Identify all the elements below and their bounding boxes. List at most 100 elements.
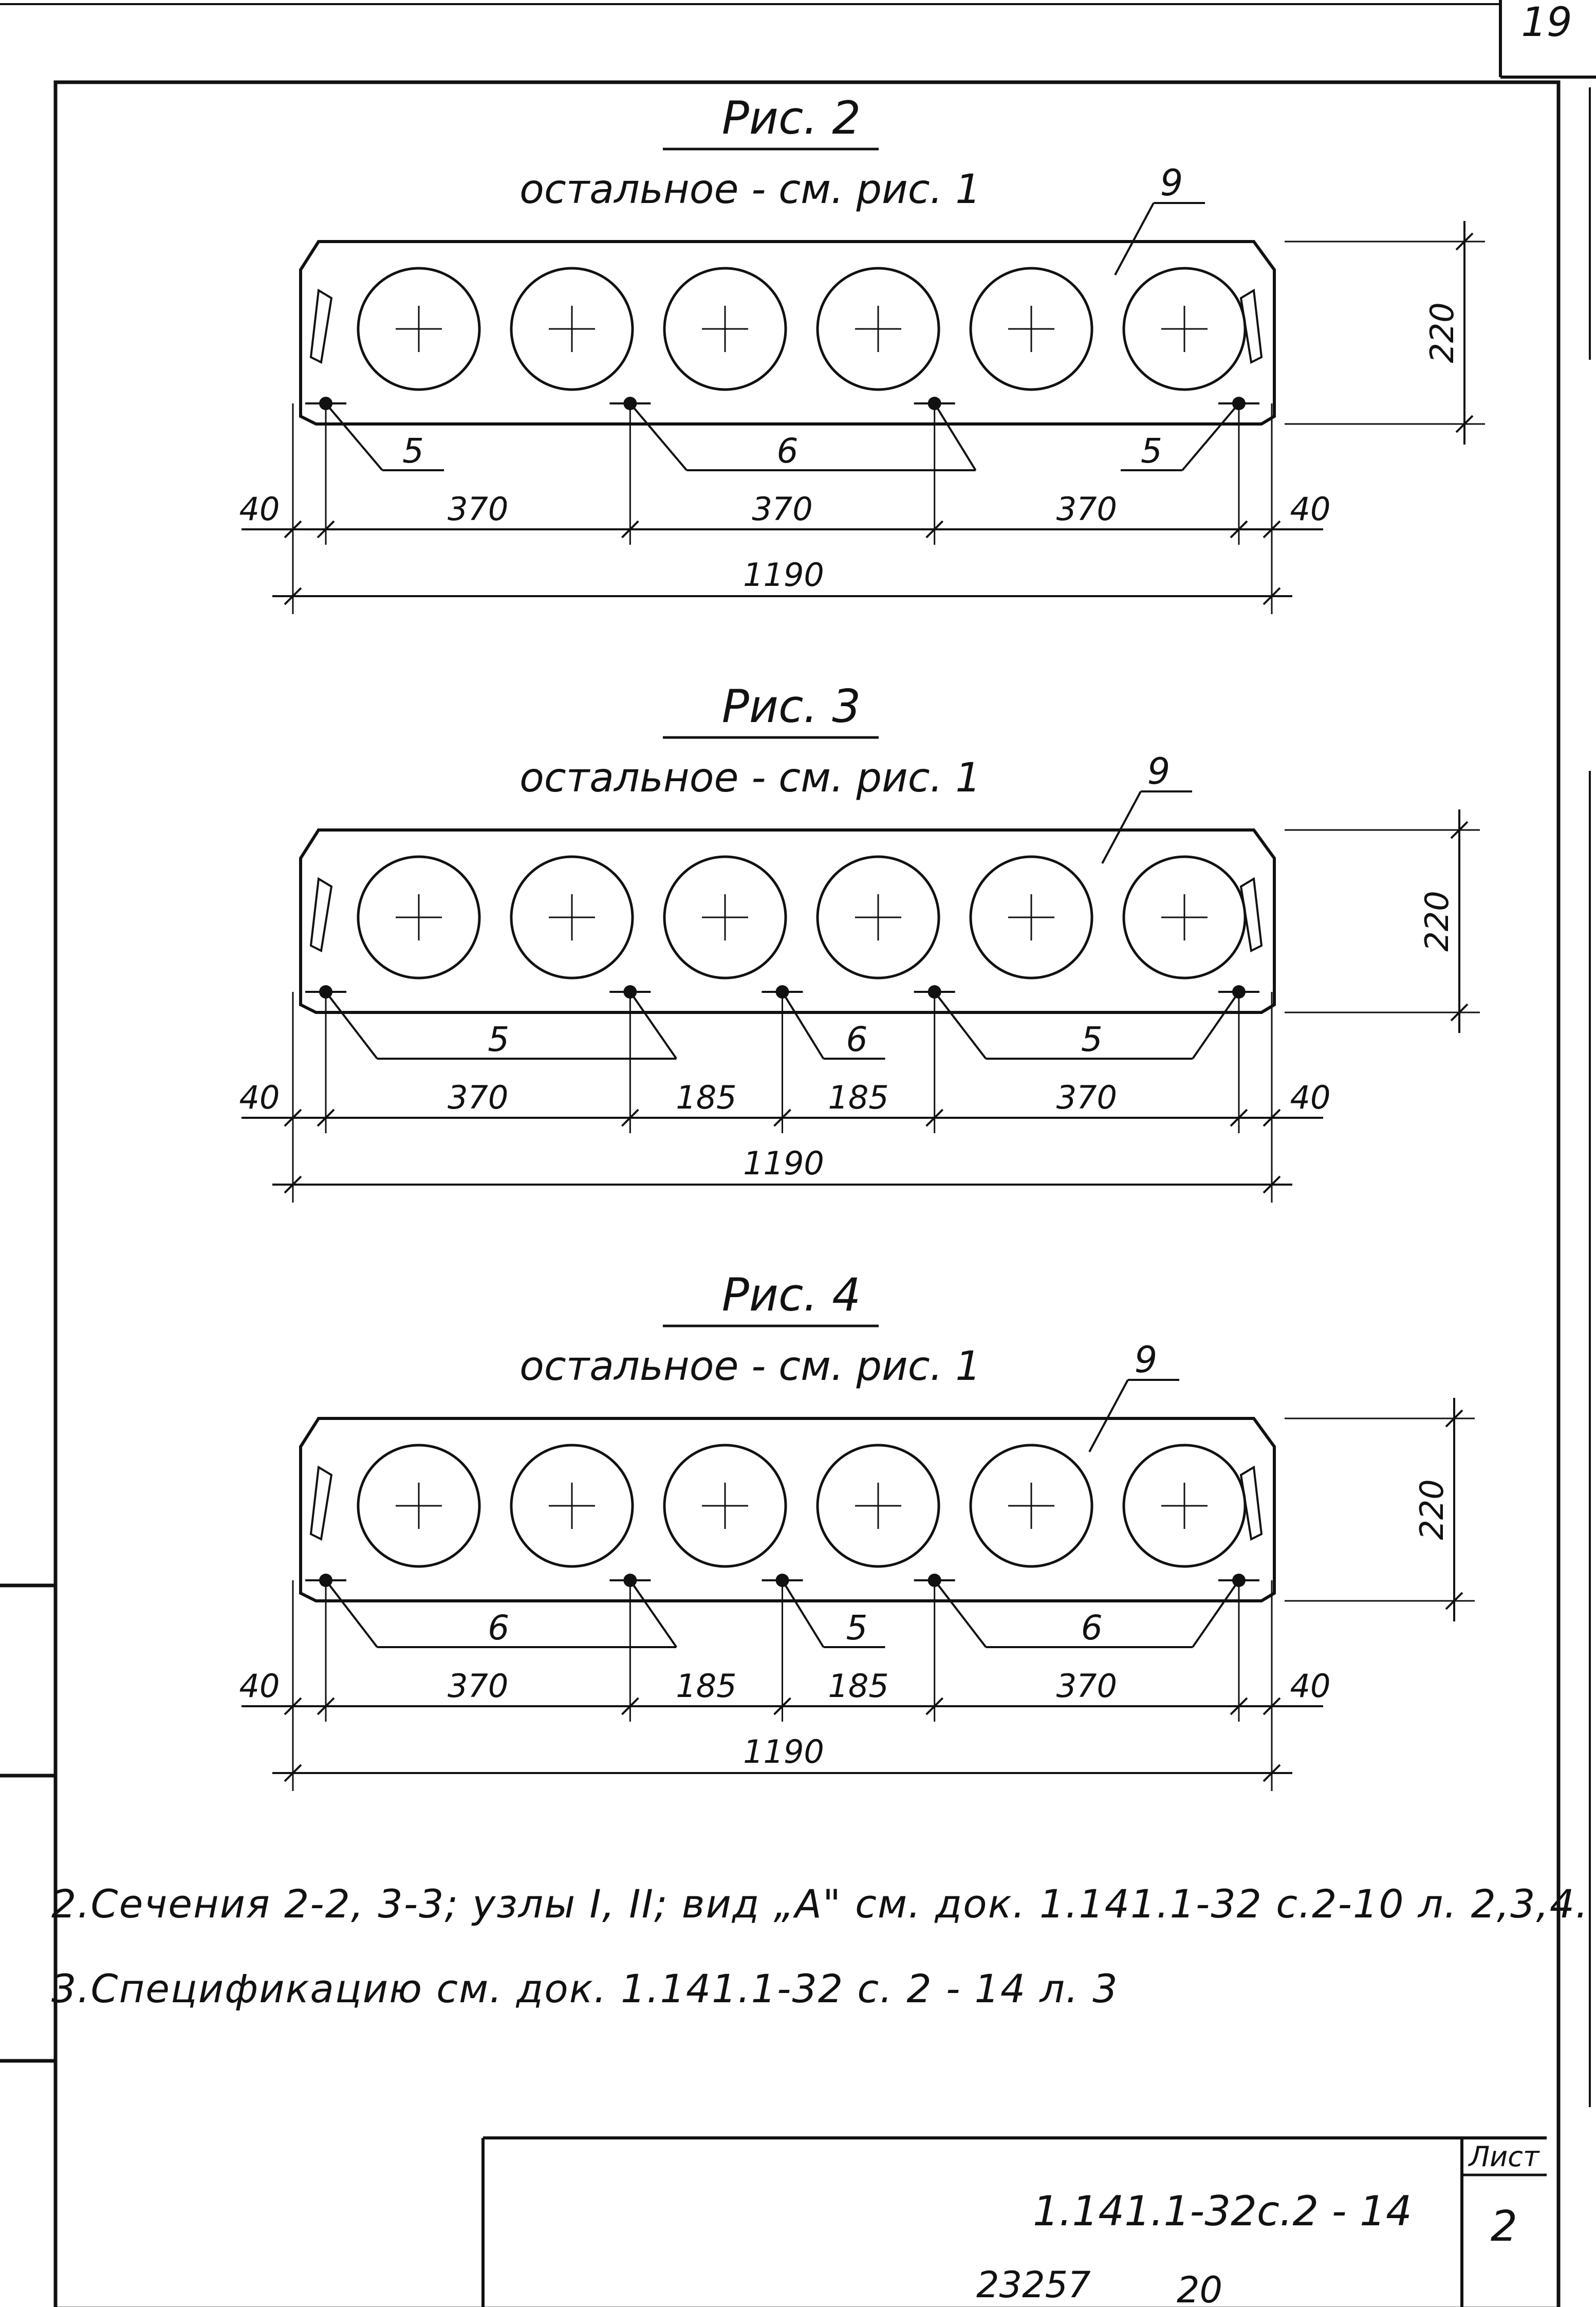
dimension-value: 370 <box>752 490 812 528</box>
callout-leader <box>1181 402 1240 471</box>
leader-line <box>1101 791 1142 864</box>
leader-label: 9 <box>1147 750 1171 792</box>
hollow-core <box>816 267 940 391</box>
dimension-tick <box>925 1109 944 1127</box>
dimension-value: 185 <box>676 1079 736 1116</box>
dimension-total: 1190 <box>743 556 824 594</box>
dimension-tick <box>317 1109 335 1127</box>
dimension-value: 40 <box>239 1079 280 1116</box>
dimension-height: 220 <box>1423 302 1461 363</box>
callout-leader <box>629 1579 677 1648</box>
dimension-value: 370 <box>448 490 508 528</box>
callout-leader <box>934 1579 987 1648</box>
callout-leader <box>781 991 825 1060</box>
hollow-core <box>969 855 1093 980</box>
callout-label: 6 <box>1081 1608 1103 1648</box>
dimension-value: 370 <box>1056 1667 1117 1705</box>
dimension-value: 370 <box>1056 1079 1117 1116</box>
hollow-core <box>969 1444 1093 1568</box>
slab-key-right <box>1239 1465 1263 1541</box>
callout-leader <box>934 991 987 1060</box>
dimension-tick <box>1230 1109 1248 1127</box>
dimension-value: 370 <box>448 1667 508 1705</box>
figure-subtitle: остальное - см. рис. 1 <box>519 1343 981 1390</box>
callout-leader <box>933 402 977 471</box>
dimension-tick <box>1263 587 1281 605</box>
callout-label: 5 <box>488 1020 509 1059</box>
doc-code: 1.141.1-32с.2 - 14 <box>1033 2187 1412 2235</box>
figure-title: Рис. 2 <box>722 91 861 144</box>
dimension-tick <box>1445 1592 1463 1610</box>
callout-leader <box>629 402 688 471</box>
callout-leader <box>1192 991 1240 1060</box>
slab-key-right <box>1239 877 1263 953</box>
leader-line <box>1088 1379 1129 1452</box>
dimension-tick <box>1445 1409 1463 1428</box>
slab-key-left <box>309 877 333 953</box>
footer-number-2: 20 <box>1177 2269 1222 2307</box>
slab-key-right <box>1239 288 1263 364</box>
callout-label: 5 <box>402 431 424 471</box>
hollow-core <box>510 267 634 391</box>
hollow-core <box>510 1444 634 1568</box>
leader-line <box>1114 202 1155 275</box>
callout-leader <box>1192 1579 1240 1648</box>
hollow-core <box>969 267 1093 391</box>
dimension-tick <box>773 1697 791 1715</box>
callout-label: 6 <box>488 1608 509 1648</box>
title-block: Лист 2 1.141.1-32с.2 - 14 <box>481 2136 1547 2307</box>
dimension-tick <box>1450 821 1469 839</box>
dimension-value: 185 <box>828 1079 888 1116</box>
dimension-tick <box>925 1697 944 1715</box>
sheet-number: 2 <box>1491 2202 1517 2251</box>
hollow-core <box>663 855 787 980</box>
dimension-tick <box>284 1175 302 1194</box>
dimension-value: 40 <box>1290 1667 1331 1705</box>
dimension-tick <box>1230 1697 1248 1715</box>
footer-number-1: 23257 <box>976 2264 1091 2306</box>
slab-outline <box>299 1417 1276 1602</box>
callout-leader <box>325 1579 378 1648</box>
dimension-value: 185 <box>828 1667 888 1705</box>
dimension-tick <box>1455 232 1474 251</box>
callout-leader <box>781 1579 825 1648</box>
hollow-core <box>1122 267 1247 391</box>
sheet-label: Лист <box>1468 2140 1540 2173</box>
slab-key-left <box>309 1465 333 1541</box>
dimension-tick <box>621 520 639 539</box>
callout-leader <box>325 991 378 1060</box>
dimension-value: 40 <box>1290 490 1331 528</box>
dimension-tick <box>1263 1175 1281 1194</box>
dimension-tick <box>1230 520 1248 539</box>
page-number: 19 <box>1521 0 1572 46</box>
dimension-tick <box>621 1697 639 1715</box>
dimension-height: 220 <box>1413 1479 1451 1540</box>
figure-subtitle: остальное - см. рис. 1 <box>519 167 981 213</box>
hollow-core <box>816 1444 940 1568</box>
hollow-core <box>357 855 481 980</box>
dimension-value: 40 <box>239 490 280 528</box>
dimension-value: 370 <box>448 1079 508 1116</box>
slab-outline <box>299 828 1276 1014</box>
dimension-tick <box>317 520 335 539</box>
dimension-value: 185 <box>676 1667 736 1705</box>
leader-label: 9 <box>1160 162 1183 204</box>
hollow-core <box>816 855 940 980</box>
callout-label: 6 <box>777 431 799 471</box>
callout-leader <box>325 402 383 471</box>
dimension-tick <box>621 1109 639 1127</box>
main-frame <box>53 80 1561 2307</box>
leader-label: 9 <box>1135 1339 1158 1381</box>
figure-title: Рис. 3 <box>722 680 861 733</box>
dimension-tick <box>1455 415 1474 433</box>
dimension-value: 40 <box>239 1667 280 1705</box>
note-sections: 2.Сечения 2-2, 3-3; узлы I, II; вид „А" … <box>51 1881 1589 1927</box>
hollow-core <box>663 267 787 391</box>
hollow-core <box>510 855 634 980</box>
dimension-tick <box>925 520 944 539</box>
hollow-core <box>357 1444 481 1568</box>
dimension-value: 40 <box>1290 1079 1331 1116</box>
